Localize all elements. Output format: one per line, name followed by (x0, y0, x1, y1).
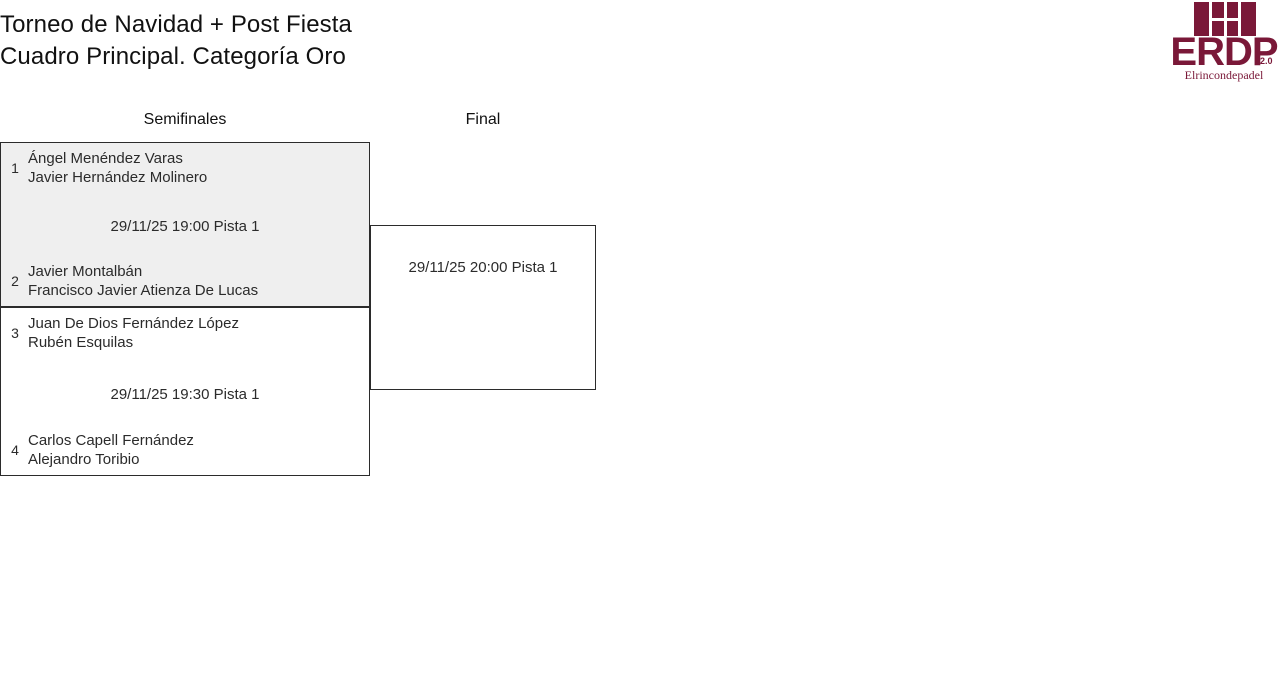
match-schedule-info: 29/11/25 19:00 Pista 1 (110, 218, 260, 235)
page-title: Torneo de Navidad + Post Fiesta Cuadro P… (0, 9, 352, 73)
court-quadrant-bottom-left (1212, 20, 1224, 36)
player-name: Juan De Dios Fernández López (28, 315, 239, 332)
match-final[interactable]: 29/11/25 20:00 Pista 1 (370, 225, 596, 390)
court-right-zone (1241, 2, 1256, 36)
erdp-logo: ERDP 2.0 Elrincondepadel (1168, 2, 1280, 82)
court-quadrant-top-left (1212, 2, 1224, 18)
page-header: Torneo de Navidad + Post Fiesta Cuadro P… (0, 0, 1280, 90)
match-semifinal-1-team-bottom[interactable]: 2 Javier Montalbán Francisco Javier Atie… (1, 262, 369, 300)
player-name: Javier Montalbán (28, 263, 143, 280)
logo-wordmark: ERDP (1170, 30, 1278, 74)
seed-number: 4 (11, 442, 19, 458)
court-quadrant-top-right (1226, 2, 1238, 18)
match-semifinal-2-team-top[interactable]: 3 Juan De Dios Fernández López Rubén Esq… (1, 314, 369, 352)
match-semifinal-1-team-top[interactable]: 1 Ángel Menéndez Varas Javier Hernández … (1, 149, 369, 187)
player-name: Alejandro Toribio (28, 451, 140, 468)
match-semifinal-2-team-bottom[interactable]: 4 Carlos Capell Fernández Alejandro Tori… (1, 431, 369, 469)
padel-court-icon (1194, 2, 1256, 36)
court-left-zone (1194, 2, 1209, 36)
court-quadrant-bottom-right (1226, 20, 1238, 36)
team-players: Carlos Capell Fernández Alejandro Toribi… (28, 431, 369, 469)
team-players: Javier Montalbán Francisco Javier Atienz… (28, 262, 369, 300)
logo-subtitle: Elrincondepadel (1184, 68, 1264, 82)
match-semifinal-2[interactable]: 3 Juan De Dios Fernández López Rubén Esq… (0, 307, 370, 476)
court-center-zones (1212, 2, 1238, 36)
seed-number: 2 (11, 273, 19, 289)
round-header-final: Final (465, 111, 501, 128)
player-name: Francisco Javier Atienza De Lucas (28, 282, 259, 299)
seed-number: 3 (11, 325, 19, 341)
logo-version: 2.0 (1260, 56, 1273, 66)
page-title-line-2: Cuadro Principal. Categoría Oro (0, 43, 346, 70)
match-schedule-info: 29/11/25 19:30 Pista 1 (110, 386, 260, 403)
match-semifinal-1[interactable]: 1 Ángel Menéndez Varas Javier Hernández … (0, 142, 370, 307)
team-players: Juan De Dios Fernández López Rubén Esqui… (28, 314, 369, 352)
page-title-line-1: Torneo de Navidad + Post Fiesta (0, 11, 352, 38)
match-schedule-info: 29/11/25 20:00 Pista 1 (408, 259, 558, 276)
player-name: Carlos Capell Fernández (28, 432, 194, 449)
player-name: Javier Hernández Molinero (28, 169, 208, 186)
seed-number: 1 (11, 160, 19, 176)
player-name: Ángel Menéndez Varas (28, 150, 183, 167)
team-players: Ángel Menéndez Varas Javier Hernández Mo… (28, 149, 369, 187)
round-header-semifinales: Semifinales (143, 111, 227, 128)
player-name: Rubén Esquilas (28, 334, 134, 351)
